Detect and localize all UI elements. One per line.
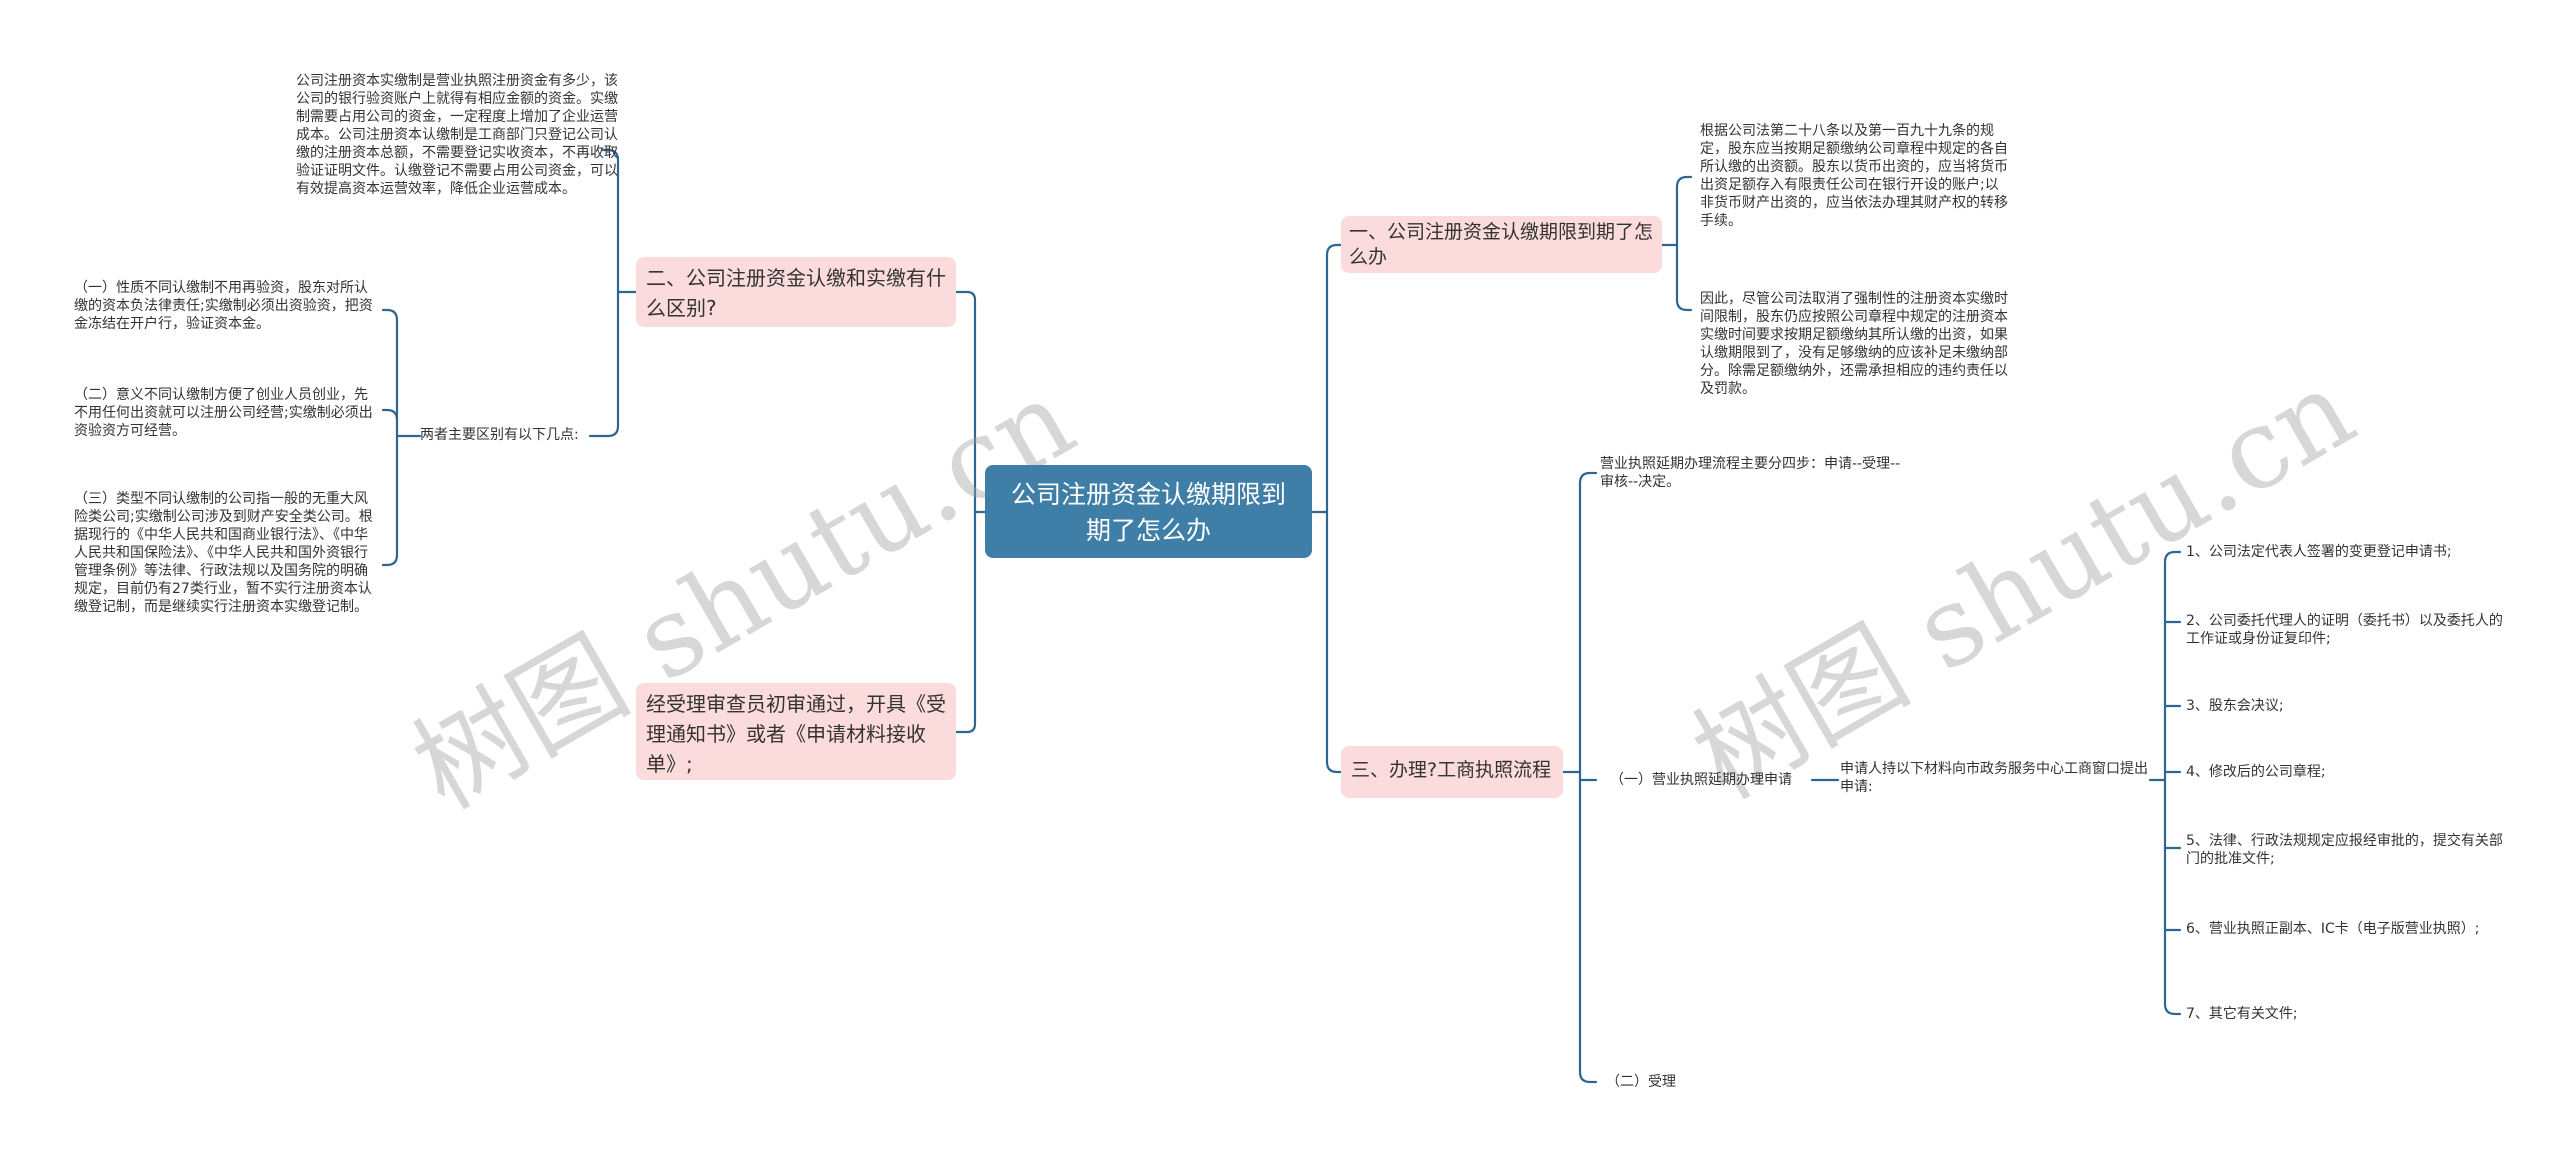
- material-item-2: 2、公司委托代理人的证明（委托书）以及委托人的工作证或身份证复印件;: [2186, 613, 2503, 647]
- step-apply-label: （一）营业执照延期办理申请: [1610, 772, 1792, 788]
- branch-label: 经受理审查员初审通过，开具《受理通知书》或者《申请材料接收单》;: [646, 692, 946, 776]
- branch-node-deadline[interactable]: 一、公司注册资金认缴期限到期了怎么办: [1341, 216, 1662, 273]
- material-item-6: 6、营业执照正副本、IC卡（电子版营业执照）;: [2186, 921, 2480, 937]
- diff-label: 两者主要区别有以下几点:: [420, 427, 579, 443]
- material-item-7: 7、其它有关文件;: [2186, 1006, 2298, 1022]
- branch-node-process[interactable]: 三、办理?工商执照流程: [1341, 746, 1563, 798]
- branch-label: 一、公司注册资金认缴期限到期了怎么办: [1349, 221, 1654, 268]
- leaf-difference-3: （三）类型不同认缴制的公司指一般的无重大风险类公司;实缴制公司涉及到财产安全类公…: [74, 491, 373, 615]
- material-item-1: 1、公司法定代表人签署的变更登记申请书;: [2186, 544, 2452, 560]
- branch-label: 二、公司注册资金认缴和实缴有什么区别?: [646, 266, 946, 320]
- material-item-5: 5、法律、行政法规规定应报经审批的，提交有关部门的批准文件;: [2186, 833, 2503, 867]
- step-accept-label: （二）受理: [1606, 1074, 1676, 1090]
- material-item-4: 4、修改后的公司章程;: [2186, 764, 2326, 780]
- step-apply-detail: 申请人持以下材料向市政务服务中心工商窗口提出申请:: [1840, 761, 2148, 795]
- leaf-difference-2: （二）意义不同认缴制方便了创业人员创业，先不用任何出资就可以注册公司经营;实缴制…: [74, 387, 373, 439]
- branch-node-acceptance[interactable]: 经受理审查员初审通过，开具《受理通知书》或者《申请材料接收单》;: [636, 683, 956, 780]
- branch-node-differences[interactable]: 二、公司注册资金认缴和实缴有什么区别?: [636, 257, 956, 327]
- root-label: 公司注册资金认缴期限到期了怎么办: [1010, 480, 1286, 545]
- leaf-intro-text: 公司注册资本实缴制是营业执照注册资金有多少，该公司的银行验资账户上就得有相应金额…: [296, 73, 618, 197]
- material-item-3: 3、股东会决议;: [2186, 698, 2284, 714]
- root-node[interactable]: 公司注册资金认缴期限到期了怎么办: [985, 465, 1312, 558]
- leaf-difference-1: （一）性质不同认缴制不用再验资，股东对所认缴的资本负法律责任;实缴制必须出资验资…: [74, 280, 373, 332]
- branch-label: 三、办理?工商执照流程: [1351, 759, 1552, 781]
- leaf-law-basis: 根据公司法第二十八条以及第一百九十九条的规定，股东应当按期足额缴纳公司章程中规定…: [1700, 123, 2008, 229]
- leaf-consequence: 因此，尽管公司法取消了强制性的注册资本实缴时间限制，股东仍应按照公司章程中规定的…: [1700, 291, 2008, 397]
- leaf-process-overview: 营业执照延期办理流程主要分四步：申请--受理--审核--决定。: [1600, 456, 1901, 490]
